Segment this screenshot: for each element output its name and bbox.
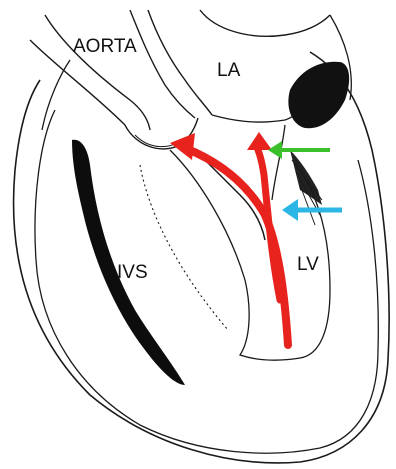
label-la: LA: [217, 61, 240, 80]
lvot-arrowhead: [170, 133, 195, 160]
chordae-shading: [290, 150, 322, 205]
left-atrium-wall: [200, 10, 330, 36]
mitral-arrowhead: [247, 132, 272, 150]
aorta-wall-right-2: [148, 10, 212, 115]
aorta-wall-right: [130, 10, 195, 118]
aorta-wall-left: [45, 15, 150, 130]
label-ivs: IVS: [117, 263, 148, 282]
green-arrow: [268, 141, 330, 159]
la-dark-region: [288, 62, 349, 129]
label-lv: LV: [297, 255, 319, 274]
label-aorta: AORTA: [73, 37, 137, 56]
septal-dotted-line: [140, 165, 228, 330]
mitral-leaflet-posterior: [272, 125, 285, 200]
rv-contour: [42, 60, 70, 130]
